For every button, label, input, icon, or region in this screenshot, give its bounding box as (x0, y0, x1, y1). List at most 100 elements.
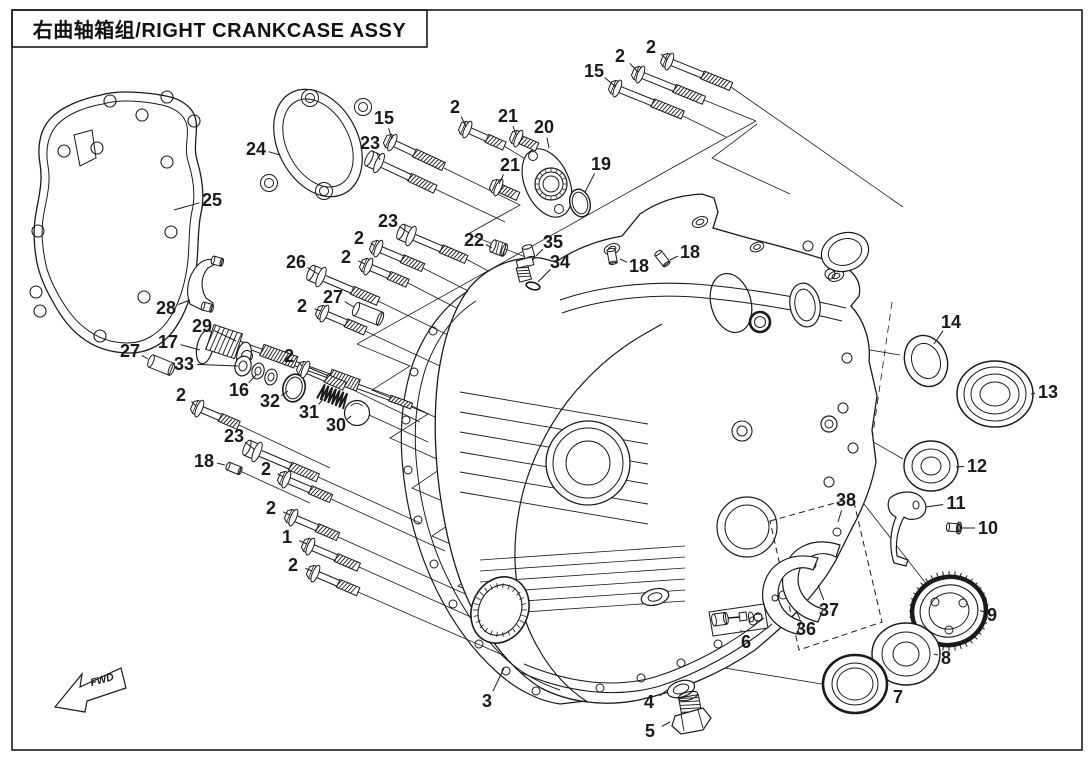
callout-9: 9 (979, 605, 997, 625)
callout-18: 18 (194, 451, 226, 471)
gasket-hole (428, 326, 438, 336)
svg-text:23: 23 (360, 133, 380, 153)
callout-12: 12 (955, 456, 987, 476)
center-gasket-outer (400, 290, 663, 705)
callout-10: 10 (962, 518, 998, 538)
gasket-hole (93, 329, 107, 343)
bolt-26 (306, 264, 381, 306)
callout-3: 3 (482, 667, 505, 711)
svg-text:35: 35 (543, 232, 563, 252)
gasket-hole (137, 290, 151, 304)
callout-27: 27 (120, 341, 149, 361)
left-cover-gasket-inner (41, 100, 195, 344)
gasket-hole (31, 224, 45, 238)
svg-text:8: 8 (941, 648, 951, 668)
washer-33 (234, 355, 252, 377)
case-bolt-hole (823, 476, 835, 488)
washer-4 (666, 679, 696, 699)
svg-text:29: 29 (192, 316, 212, 336)
callout-7: 7 (885, 687, 903, 707)
plug-5-facet (697, 709, 704, 729)
svg-text:9: 9 (987, 605, 997, 625)
svg-text:2: 2 (341, 247, 351, 267)
callout-17: 17 (158, 332, 201, 352)
svg-text:11: 11 (946, 493, 965, 513)
leader (317, 476, 421, 524)
bolt-2 (295, 360, 347, 391)
bolt-2 (276, 470, 334, 504)
svg-text:7: 7 (893, 687, 903, 707)
bolt-15 (382, 133, 447, 172)
gasket-ear (315, 182, 333, 200)
callout-37: 37 (817, 584, 839, 620)
oilpan-edge (523, 617, 765, 684)
bearing-13 (956, 360, 1034, 428)
plug-5-top (677, 690, 699, 702)
bolt-2 (189, 399, 241, 430)
callout-24: 24 (246, 139, 281, 159)
plane-line (703, 99, 757, 122)
svg-text:27: 27 (120, 341, 140, 361)
callout-2: 2 (288, 555, 313, 575)
callout-26: 26 (286, 252, 319, 275)
svg-text:4: 4 (644, 692, 654, 712)
callout-2: 2 (450, 97, 467, 128)
bolt-2 (305, 564, 361, 597)
flange-hole (528, 151, 538, 161)
svg-text:18: 18 (194, 451, 214, 471)
svg-text:2: 2 (261, 459, 271, 479)
svg-text:2: 2 (288, 555, 298, 575)
plane-zigzag (711, 123, 791, 195)
oval-gasket-inner (282, 98, 354, 188)
jet-6-pin (727, 616, 741, 619)
dowel-18 (654, 249, 671, 268)
washer-16 (251, 362, 265, 380)
callout-18: 18 (669, 242, 700, 262)
callout-2: 2 (297, 296, 322, 316)
callout-20: 20 (534, 117, 554, 149)
svg-text:5: 5 (645, 721, 655, 741)
plug-5-facet (680, 713, 685, 732)
oil-seal-7 (821, 653, 889, 715)
gasket-ear-hole (305, 93, 315, 103)
jet-6-body (711, 611, 729, 627)
gear-9-pad (930, 597, 940, 607)
svg-text:10: 10 (978, 518, 998, 538)
fwd-arrow (53, 667, 127, 713)
pan-bolt-hole (832, 527, 842, 537)
bolt-23 (396, 223, 469, 265)
gasket-hole (90, 141, 104, 155)
spacer-27 (147, 354, 176, 376)
gasket-hole (160, 90, 174, 104)
callout-6: 6 (740, 630, 751, 652)
svg-text:37: 37 (819, 600, 839, 620)
callout-34: 34 (537, 252, 570, 283)
case-bolt-hole (837, 402, 849, 414)
callout-36: 36 (795, 609, 816, 639)
pan-bolt-hole (595, 683, 605, 693)
bearing-8 (871, 622, 941, 686)
svg-text:25: 25 (202, 190, 222, 210)
callout-32: 32 (260, 390, 289, 411)
callout-23: 23 (224, 426, 255, 450)
callout-23: 23 (378, 211, 410, 234)
gasket-hole (160, 155, 174, 169)
main-bore (545, 420, 631, 506)
title-box-frame (11, 9, 428, 48)
plane-line (682, 115, 727, 138)
svg-text:17: 17 (158, 332, 178, 352)
leader (337, 536, 473, 598)
plane-line (356, 120, 757, 345)
gasket-hole (474, 639, 484, 649)
svg-text:33: 33 (174, 354, 194, 374)
svg-text:26: 26 (286, 252, 306, 272)
callout-2: 2 (646, 37, 668, 61)
svg-text:6: 6 (741, 632, 751, 652)
flange-boss-hatch (535, 168, 567, 200)
callout-21: 21 (498, 106, 518, 136)
gasket-hole (403, 465, 413, 475)
case-top-opening (820, 231, 870, 273)
bearing-shell-36 (762, 555, 819, 635)
sensor-35-thread (515, 264, 533, 283)
